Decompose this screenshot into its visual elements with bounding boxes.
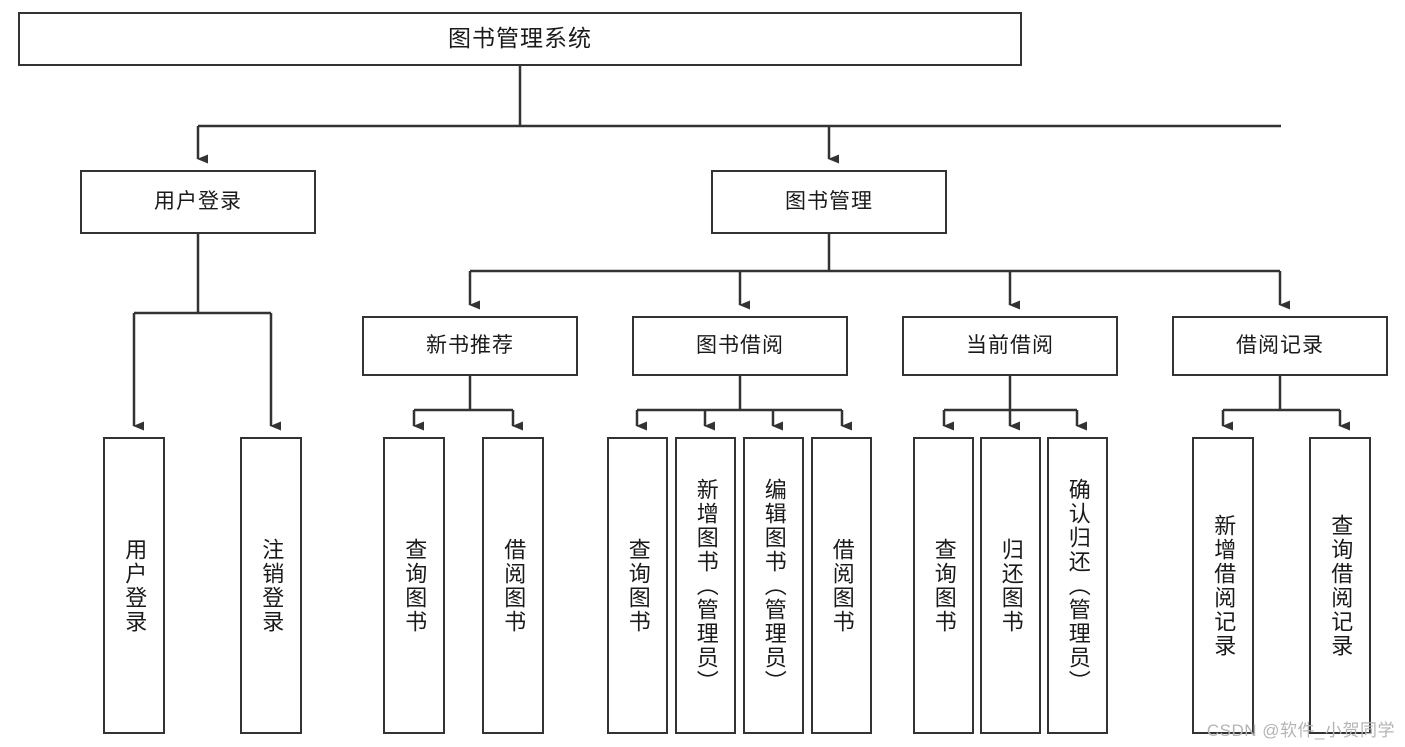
leaf-current-confirm-return-admin[interactable]: 确认归还（管理员）	[1047, 437, 1108, 734]
node-label: 新增图书（管理员）	[693, 477, 719, 694]
node-current-borrowing[interactable]: 当前借阅	[902, 316, 1118, 376]
node-borrowing-record[interactable]: 借阅记录	[1172, 316, 1388, 376]
leaf-new-book-borrow-books[interactable]: 借阅图书	[482, 437, 544, 734]
node-label: 查询图书	[402, 537, 428, 634]
node-label: 图书借阅	[696, 333, 784, 357]
node-label: 新增借阅记录	[1211, 513, 1237, 658]
node-book-borrowing[interactable]: 图书借阅	[632, 316, 848, 376]
leaf-user-login[interactable]: 用户登录	[103, 437, 165, 734]
leaf-borrow-query-books[interactable]: 查询图书	[607, 437, 668, 734]
node-user-login[interactable]: 用户登录	[80, 170, 316, 234]
node-label: 编辑图书（管理员）	[761, 477, 787, 694]
node-label: 借阅记录	[1236, 333, 1324, 357]
node-book-management[interactable]: 图书管理	[711, 170, 947, 234]
leaf-record-add-borrow-record[interactable]: 新增借阅记录	[1192, 437, 1254, 734]
node-label: 查询图书	[625, 537, 651, 634]
leaf-borrow-borrow-books[interactable]: 借阅图书	[811, 437, 872, 734]
node-new-book-recommendation[interactable]: 新书推荐	[362, 316, 578, 376]
leaf-new-book-query-books[interactable]: 查询图书	[383, 437, 445, 734]
node-label: 图书管理	[785, 189, 873, 213]
node-label: 当前借阅	[966, 333, 1054, 357]
node-label: 借阅图书	[829, 537, 855, 634]
node-label: 确认归还（管理员）	[1065, 477, 1091, 694]
node-label: 查询图书	[931, 537, 957, 634]
leaf-borrow-add-book-admin[interactable]: 新增图书（管理员）	[675, 437, 736, 734]
leaf-logout[interactable]: 注销登录	[240, 437, 302, 734]
csdn-watermark: CSDN @软件_小贺同学	[1206, 721, 1395, 740]
node-label: 注销登录	[259, 537, 285, 634]
leaf-current-query-books[interactable]: 查询图书	[913, 437, 974, 734]
node-label: 新书推荐	[426, 333, 514, 357]
node-label: 用户登录	[154, 189, 242, 213]
node-label: 借阅图书	[501, 537, 527, 634]
leaf-current-return-books[interactable]: 归还图书	[980, 437, 1041, 734]
leaf-borrow-edit-book-admin[interactable]: 编辑图书（管理员）	[743, 437, 804, 734]
node-label: 归还图书	[998, 537, 1024, 634]
node-book-management-system[interactable]: 图书管理系统	[18, 12, 1022, 66]
leaf-record-query-borrow-record[interactable]: 查询借阅记录	[1309, 437, 1371, 734]
node-label: 图书管理系统	[448, 25, 592, 52]
node-label: 用户登录	[122, 537, 148, 634]
node-label: 查询借阅记录	[1328, 513, 1354, 658]
